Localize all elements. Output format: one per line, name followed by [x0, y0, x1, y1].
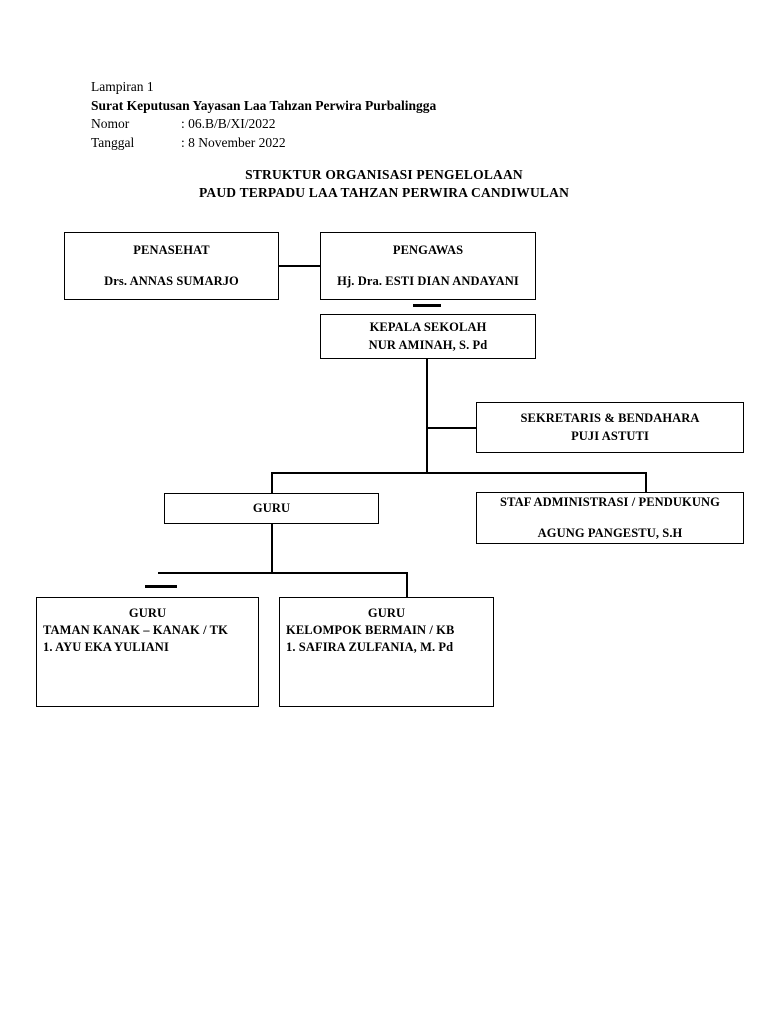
node-penasehat-role: PENASEHAT [133, 243, 210, 257]
node-guru-tk-person: 1. AYU EKA YULIANI [43, 640, 169, 654]
decree-title: Surat Keputusan Yayasan Laa Tahzan Perwi… [91, 97, 437, 113]
edge-distribution-bar-level-4 [158, 572, 407, 574]
node-guru: GURU [164, 493, 379, 524]
edge-drop-guru-tk [145, 585, 177, 588]
node-guru-tk-role: GURU [128, 606, 167, 620]
node-pengawas-person: Hj. Dra. ESTI DIAN ANDAYANI [337, 274, 519, 288]
node-pengawas-role: PENGAWAS [392, 243, 464, 257]
node-staf-administrasi: STAF ADMINISTRASI / PENDUKUNG AGUNG PANG… [476, 492, 744, 544]
date-value: : 8 November 2022 [181, 134, 286, 150]
node-kepala-sekolah-person: NUR AMINAH, S. Pd [368, 338, 488, 352]
node-guru-tk-unit: TAMAN KANAK – KANAK / TK [43, 623, 228, 637]
node-sekretaris-bendahara-role: SEKRETARIS & BENDAHARA [520, 411, 700, 425]
document-title-line-2: PAUD TERPADU LAA TAHZAN PERWIRA CANDIWUL… [198, 185, 570, 200]
edge-distribution-bar-level-3 [271, 472, 646, 474]
node-penasehat: PENASEHAT Drs. ANNAS SUMARJO [64, 232, 279, 300]
node-kepala-sekolah: KEPALA SEKOLAH NUR AMINAH, S. Pd [320, 314, 536, 359]
edge-guru-down [271, 524, 273, 572]
edge-drop-guru [271, 472, 273, 496]
node-penasehat-person: Drs. ANNAS SUMARJO [104, 274, 239, 288]
edge-drop-staf-administrasi [645, 472, 647, 492]
node-staf-administrasi-role: STAF ADMINISTRASI / PENDUKUNG [500, 495, 720, 509]
number-row: Nomor : 06.B/B/XI/2022 [91, 115, 436, 134]
edge-pengawas-kepala-sekolah [413, 304, 441, 307]
number-key: Nomor [91, 116, 130, 131]
node-kepala-sekolah-role: KEPALA SEKOLAH [369, 320, 487, 334]
edge-drop-guru-kb [406, 572, 408, 597]
node-guru-kb-person: 1. SAFIRA ZULFANIA, M. Pd [286, 640, 454, 654]
node-guru-role: GURU [252, 501, 291, 515]
node-pengawas: PENGAWAS Hj. Dra. ESTI DIAN ANDAYANI [320, 232, 536, 300]
attachment-label: Lampiran 1 [91, 79, 154, 94]
letter-header-block: Lampiran 1 Surat Keputusan Yayasan Laa T… [91, 78, 436, 152]
edge-spine-kepala-sekolah [426, 358, 428, 473]
edge-penasehat-pengawas [278, 265, 322, 267]
node-staf-administrasi-person: AGUNG PANGESTU, S.H [537, 526, 683, 540]
number-value: : 06.B/B/XI/2022 [181, 116, 276, 131]
node-guru-kb-role: GURU [367, 606, 406, 620]
edge-spine-sekretaris [426, 427, 478, 429]
node-guru-kb-unit: KELOMPOK BERMAIN / KB [286, 623, 455, 637]
document-title: STRUKTUR ORGANISASI PENGELOLAAN PAUD TER… [0, 166, 768, 202]
date-row: Tanggal : 8 November 2022 [91, 134, 436, 153]
node-guru-tk: GURU TAMAN KANAK – KANAK / TK 1. AYU EKA… [36, 597, 259, 707]
node-guru-kb: GURU KELOMPOK BERMAIN / KB 1. SAFIRA ZUL… [279, 597, 494, 707]
date-key: Tanggal [91, 134, 135, 150]
document-title-line-1: STRUKTUR ORGANISASI PENGELOLAAN [245, 167, 523, 182]
node-sekretaris-bendahara-person: PUJI ASTUTI [571, 429, 649, 443]
node-sekretaris-bendahara: SEKRETARIS & BENDAHARA PUJI ASTUTI [476, 402, 744, 453]
